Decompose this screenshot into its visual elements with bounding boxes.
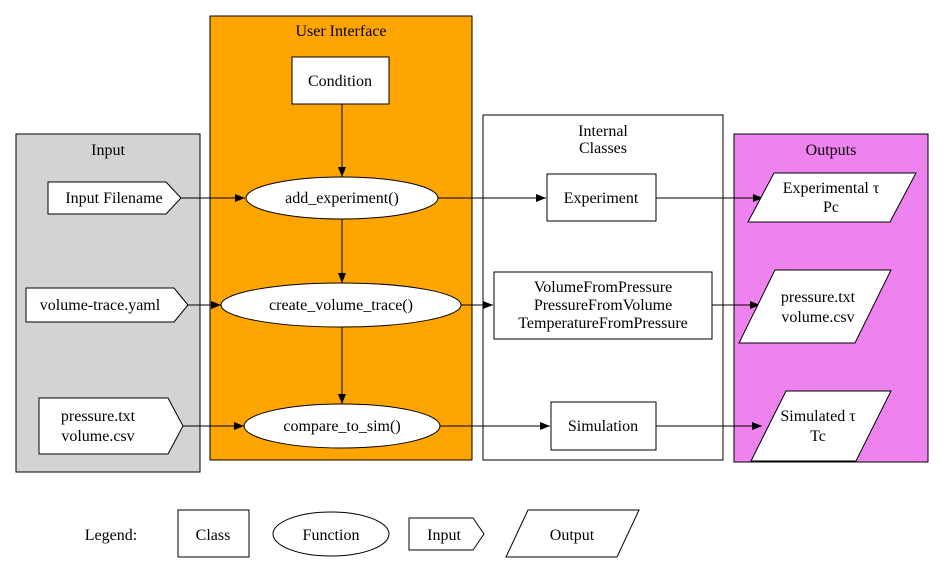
node-add-experiment-label: add_experiment() [285, 190, 399, 207]
node-input-filename-shape [47, 181, 182, 215]
node-create-volume-trace: create_volume_trace() [220, 282, 462, 328]
node-input-pressure-volume-files: pressure.txt volume.csv [38, 397, 184, 455]
node-simulated-output-shape [750, 390, 892, 462]
cluster-internal-title-line1: Internal [578, 123, 628, 140]
legend-function-label: Function [303, 527, 360, 544]
cluster-outputs-title: Outputs [806, 142, 857, 159]
legend-input-label: Input [427, 527, 461, 544]
node-experiment: Experiment [546, 173, 657, 222]
node-volume-classes-line2: PressureFromVolume [534, 297, 672, 314]
legend-output-shape [505, 509, 640, 558]
node-input-files-shape [38, 397, 184, 455]
node-condition-shape [291, 56, 390, 105]
legend: Legend: Class Function Input Output [85, 509, 640, 558]
node-add-experiment: add_experiment() [245, 176, 439, 220]
node-condition-label: Condition [308, 73, 372, 90]
node-input-files-line2: volume.csv [61, 428, 134, 445]
node-volume-classes-line1: VolumeFromPressure [534, 279, 672, 296]
legend-class-shape [177, 509, 250, 558]
node-files-output: pressure.txt volume.csv [738, 269, 892, 344]
node-volume-classes-line3: TemperatureFromPressure [518, 315, 688, 332]
cluster-input-title: Input [91, 142, 125, 159]
cluster-ui-title: User Interface [295, 23, 386, 40]
node-experiment-shape [546, 173, 657, 222]
node-volume-classes: VolumeFromPressure PressureFromVolume Te… [493, 271, 713, 340]
node-volume-trace-yaml-label: volume-trace.yaml [40, 297, 161, 314]
node-files-output-line1: pressure.txt [781, 289, 856, 306]
node-volume-trace-yaml-shape [25, 287, 189, 323]
node-volume-classes-shape [493, 271, 713, 340]
cluster-internal-title-line2: Classes [579, 140, 627, 157]
legend-class-label: Class [196, 527, 231, 544]
node-compare-to-sim: compare_to_sim() [243, 403, 441, 449]
node-experimental-output-line2: Pc [823, 199, 839, 216]
node-simulated-output-line1: Simulated τ [780, 408, 856, 425]
node-create-volume-trace-label: create_volume_trace() [269, 297, 413, 314]
node-create-volume-trace-shape [220, 282, 462, 328]
node-input-filename-label: Input Filename [65, 190, 162, 207]
node-experimental-output-shape [747, 172, 917, 223]
node-compare-to-sim-label: compare_to_sim() [283, 418, 400, 435]
node-files-output-shape [738, 269, 892, 344]
node-experimental-output-line1: Experimental τ [783, 180, 880, 197]
node-compare-to-sim-shape [243, 403, 441, 449]
legend-label: Legend: [85, 527, 137, 544]
legend-output-label: Output [550, 527, 595, 544]
node-condition: Condition [291, 56, 390, 105]
legend-input-shape [408, 517, 485, 551]
node-add-experiment-shape [245, 176, 439, 220]
node-input-files-line1: pressure.txt [61, 408, 136, 425]
node-volume-trace-yaml: volume-trace.yaml [25, 287, 189, 323]
node-files-output-line2: volume.csv [781, 309, 854, 326]
node-simulated-output: Simulated τ Tc [750, 390, 892, 462]
node-input-filename: Input Filename [47, 181, 182, 215]
node-simulation-label: Simulation [568, 418, 638, 435]
node-simulation: Simulation [550, 401, 657, 451]
node-simulated-output-line2: Tc [810, 428, 826, 445]
node-experiment-label: Experiment [564, 190, 639, 207]
edges [181, 104, 763, 430]
node-simulation-shape [550, 401, 657, 451]
node-experimental-output: Experimental τ Pc [747, 172, 917, 223]
legend-function-shape [272, 511, 390, 557]
